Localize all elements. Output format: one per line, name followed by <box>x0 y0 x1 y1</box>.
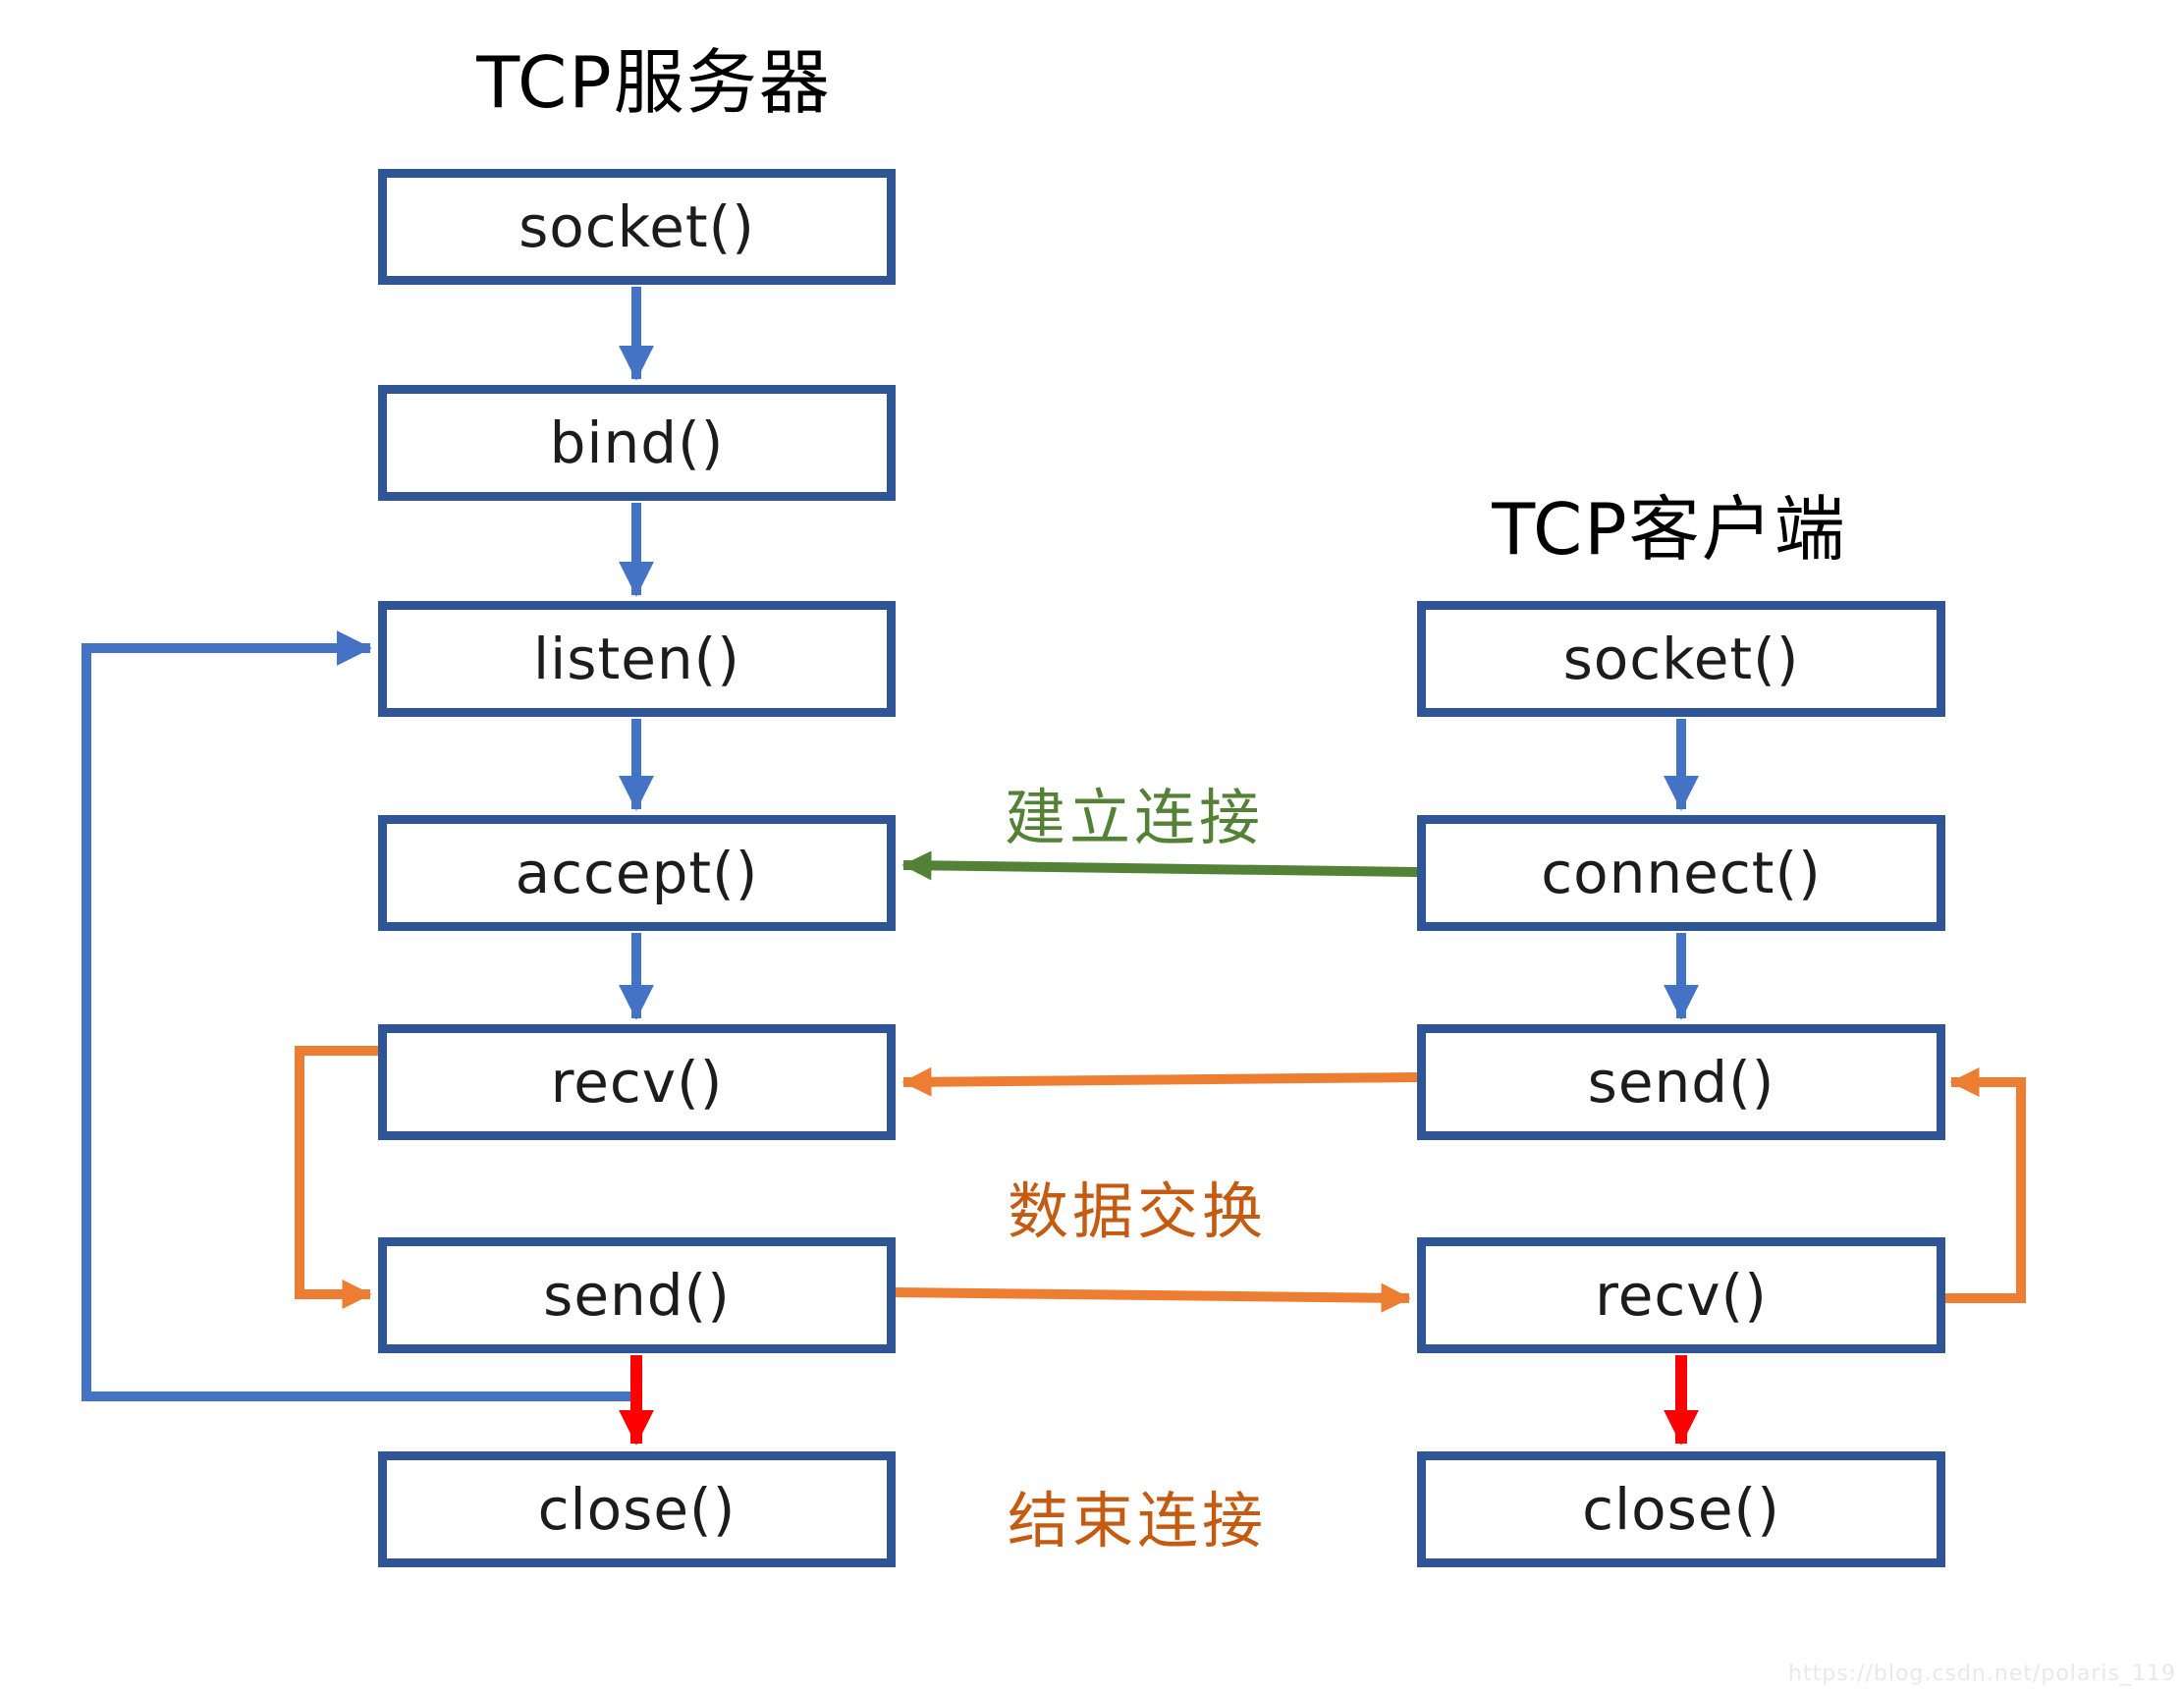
server-send-box: send() <box>378 1237 896 1353</box>
server-close-box: close() <box>378 1451 896 1567</box>
server-accept-label: accept() <box>515 840 759 906</box>
client-column-title: TCP客户端 <box>1492 488 1847 571</box>
server-close-label: close() <box>537 1476 737 1543</box>
arrow-client-send-to-server-recv <box>901 1066 1418 1097</box>
server-socket-label: socket() <box>519 193 755 260</box>
server-accept-box: accept() <box>378 815 896 931</box>
establish-connection-label: 建立连接 <box>1004 782 1265 853</box>
server-socket-box: socket() <box>378 169 896 285</box>
arrow-server-send-to-client-recv <box>895 1283 1411 1313</box>
arrow-server-recv-to-send-loop <box>295 1046 378 1309</box>
server-send-label: send() <box>543 1262 731 1329</box>
server-listen-label: listen() <box>533 626 740 692</box>
client-connect-box: connect() <box>1417 815 1945 931</box>
client-close-label: close() <box>1582 1476 1780 1543</box>
client-socket-label: socket() <box>1562 626 1800 692</box>
server-listen-box: listen() <box>378 601 896 717</box>
client-send-label: send() <box>1587 1049 1775 1116</box>
server-bind-label: bind() <box>549 409 725 476</box>
arrow-establish-connect-to-accept <box>901 850 1418 881</box>
client-recv-label: recv() <box>1595 1262 1768 1329</box>
server-bind-box: bind() <box>378 385 896 501</box>
watermark-url: https://blog.csdn.net/polaris_119 <box>1788 1662 2176 1686</box>
finish-connection-label: 结束连接 <box>1007 1485 1268 1556</box>
client-send-box: send() <box>1417 1024 1945 1140</box>
client-socket-box: socket() <box>1417 601 1945 717</box>
arrow-client-recv-to-send-loop <box>1945 1067 2026 1303</box>
data-exchange-label: 数据交换 <box>1007 1175 1268 1247</box>
server-recv-label: recv() <box>550 1049 724 1116</box>
server-column-title: TCP服务器 <box>476 41 832 124</box>
server-recv-box: recv() <box>378 1024 896 1140</box>
client-close-box: close() <box>1417 1451 1945 1567</box>
client-connect-label: connect() <box>1541 840 1822 906</box>
arrow-server-send-to-listen-loop <box>82 630 640 1401</box>
client-recv-box: recv() <box>1417 1237 1945 1353</box>
